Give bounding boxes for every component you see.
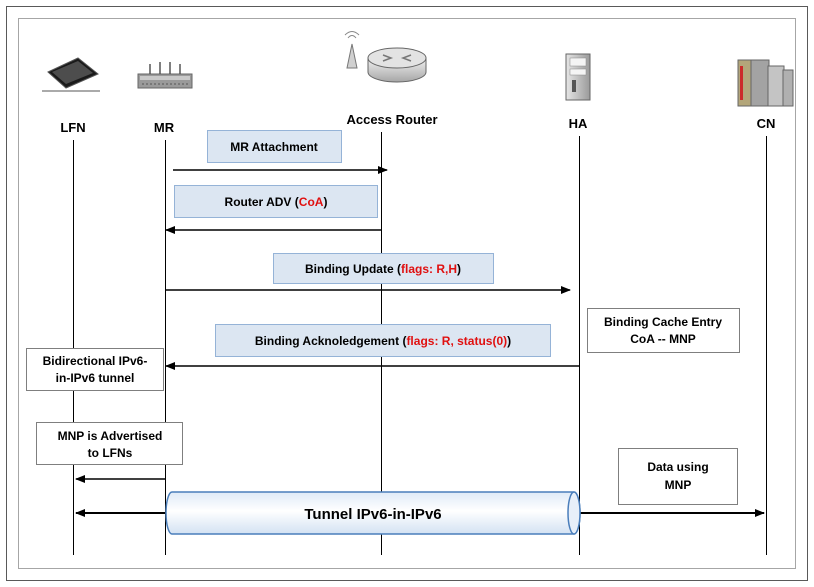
- router-icon: [367, 47, 427, 83]
- entity-label-mr: MR: [154, 120, 175, 135]
- entity-label-cn: CN: [757, 116, 776, 131]
- note-binding-cache: [587, 308, 740, 353]
- note-mnp-advertised: [36, 422, 183, 465]
- tunnel-label: Tunnel IPv6-in-IPv6: [304, 506, 441, 523]
- note-binding-cache-line2: CoA -- MNP: [630, 332, 696, 346]
- entity-label-lfn: LFN: [60, 120, 85, 135]
- tablet-icon: [42, 57, 100, 92]
- message-label-binding-update: Binding Update (flags: R,H): [305, 262, 461, 276]
- message-label-binding-ack: Binding Acknoledgement (flags: R, status…: [255, 334, 511, 348]
- server-icon: [565, 53, 591, 101]
- entity-label-ha: HA: [569, 116, 588, 131]
- message-label-router-adv: Router ADV (CoA): [225, 195, 328, 209]
- message-box-router-adv: [174, 185, 378, 218]
- message-box-mr-attachment: [207, 130, 342, 163]
- note-mnp-advertised-line2: to LFNs: [88, 446, 133, 460]
- tunnel-cylinder: [165, 491, 581, 535]
- note-data-using-mnp: [618, 448, 738, 505]
- note-data-using-line1: Data using: [647, 460, 708, 474]
- note-mnp-advertised-line1: MNP is Advertised: [58, 429, 163, 443]
- antenna-icon: [344, 31, 360, 69]
- note-bidirectional-line2: in-IPv6 tunnel: [56, 371, 135, 385]
- mobile-router-icon: [137, 62, 193, 89]
- note-bidirectional-line1: Bidirectional IPv6-: [43, 354, 148, 368]
- message-box-binding-ack: [215, 324, 551, 357]
- note-data-using-line2: MNP: [665, 478, 692, 492]
- note-bidirectional-tunnel: [26, 348, 164, 391]
- message-box-binding-update: [273, 253, 494, 284]
- message-label-mr-attachment: MR Attachment: [230, 140, 318, 154]
- server-rack-icon: [737, 59, 794, 107]
- entity-label-access-router: Access Router: [346, 112, 437, 127]
- note-binding-cache-line1: Binding Cache Entry: [604, 315, 722, 329]
